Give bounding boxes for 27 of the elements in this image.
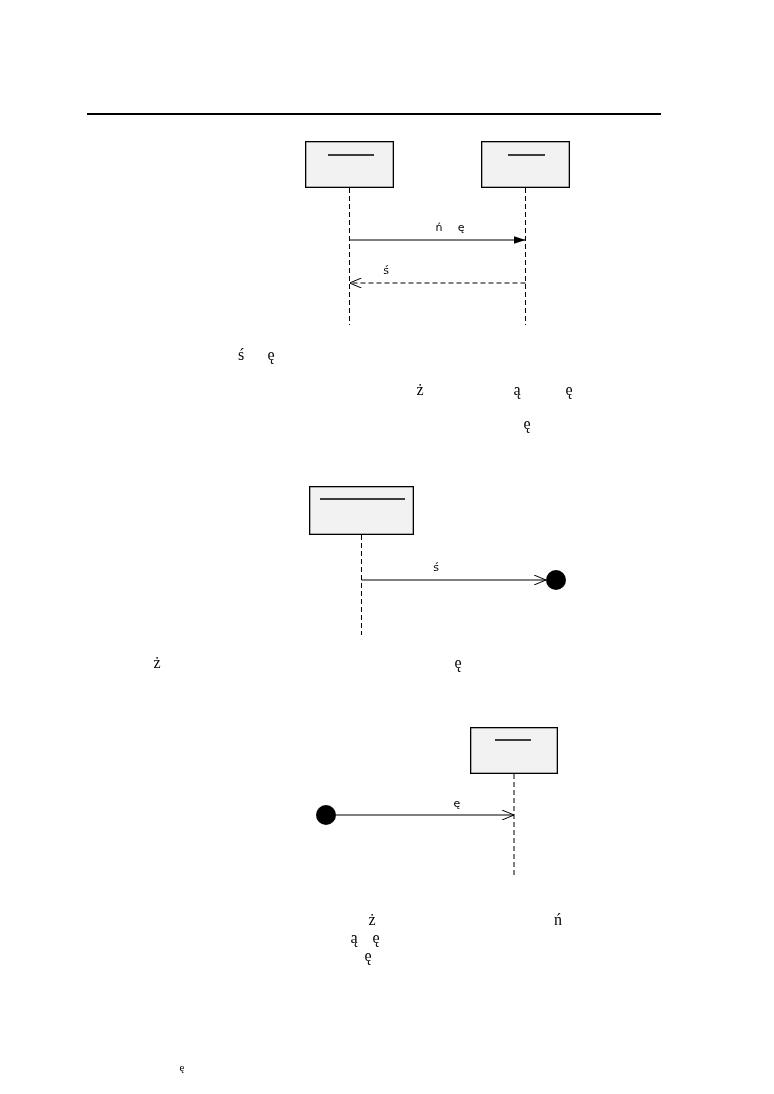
text-fragment: ą <box>513 381 521 399</box>
edge-label: ń ę <box>433 220 467 234</box>
text-fragment: ę <box>179 1061 185 1073</box>
text-fragment: ń <box>554 911 562 929</box>
text-fragment: ę <box>565 381 573 399</box>
filled-circle <box>316 805 336 825</box>
lifeline-drawing <box>470 727 558 875</box>
text-fragment: ś <box>237 346 245 364</box>
lifeline-drawing <box>305 141 394 325</box>
text-fragment: ż <box>368 911 376 929</box>
lifeline-drawing <box>309 486 414 635</box>
text-fragment: ę <box>372 929 380 947</box>
edge-label: ś <box>381 263 391 277</box>
text-fragment: ę <box>364 947 372 965</box>
edge-label: ś <box>431 560 441 574</box>
message-arrow <box>335 809 515 821</box>
filled-circle <box>546 570 566 590</box>
text-fragment: ą <box>350 929 358 947</box>
text-fragment: ę <box>454 654 462 672</box>
message-arrow <box>361 574 547 586</box>
message-arrow <box>349 277 526 289</box>
lifeline-drawing <box>481 141 570 325</box>
text-fragment: ę <box>267 346 275 364</box>
message-arrow <box>349 236 526 244</box>
text-fragment: ż <box>153 654 161 672</box>
text-fragment: ż <box>416 381 424 399</box>
text-fragment: ę <box>523 415 531 433</box>
